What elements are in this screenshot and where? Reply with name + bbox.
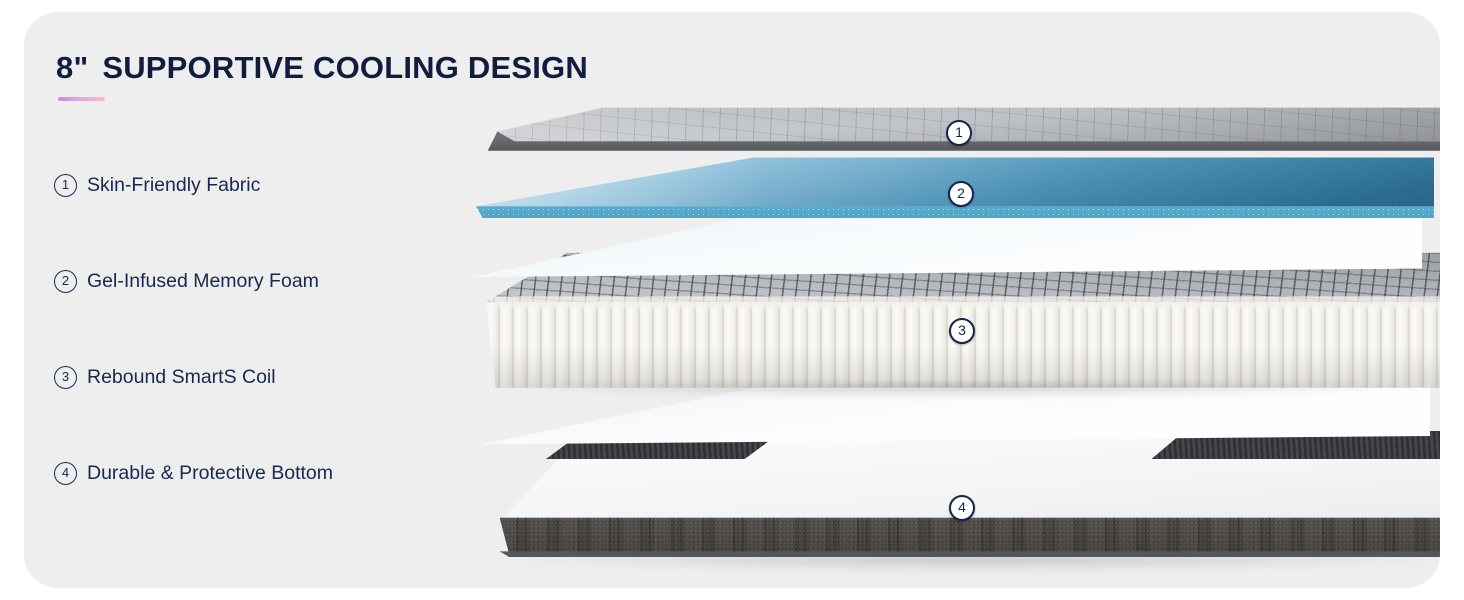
base-bottom-rim bbox=[499, 551, 1440, 557]
legend-number-badge-3: 3 bbox=[54, 365, 77, 389]
page-title-block: 8" SUPPORTIVE COOLING DESIGN bbox=[56, 50, 588, 101]
legend-item-skin-friendly-fabric: 1 Skin-Friendly Fabric bbox=[54, 137, 454, 233]
diagram-marker-2: 2 bbox=[948, 181, 974, 207]
legend-number-badge-2: 2 bbox=[54, 269, 77, 293]
base-ribbed-front-face bbox=[499, 517, 1440, 555]
legend-number-badge-1: 1 bbox=[54, 173, 77, 197]
layer-legend: 1 Skin-Friendly Fabric 2 Gel-Infused Mem… bbox=[54, 137, 454, 521]
mattress-layers-diagram: 1 2 3 4 bbox=[464, 12, 1440, 588]
base-drop-shadow bbox=[512, 555, 1440, 570]
coil-drop-shadow bbox=[486, 383, 1440, 400]
base-shading bbox=[499, 517, 1440, 555]
legend-label-1: Skin-Friendly Fabric bbox=[87, 173, 261, 196]
legend-label-4: Durable & Protective Bottom bbox=[87, 461, 334, 484]
foam-underlay-sheet bbox=[472, 208, 1422, 280]
gel-foam-texture bbox=[476, 206, 1434, 218]
legend-number-badge-4: 4 bbox=[54, 461, 77, 485]
title-underline-accent bbox=[58, 97, 105, 101]
base-fabric-grain bbox=[499, 517, 1440, 555]
diagram-marker-4: 4 bbox=[949, 495, 975, 521]
mattress-layer-pocket-coils bbox=[486, 250, 1440, 400]
legend-item-durable-protective-bottom: 4 Durable & Protective Bottom bbox=[54, 425, 454, 521]
legend-label-2: Gel-Infused Memory Foam bbox=[87, 269, 319, 292]
legend-item-rebound-smarts-coil: 3 Rebound SmartS Coil bbox=[54, 329, 454, 425]
title-text: SUPPORTIVE COOLING DESIGN bbox=[102, 50, 588, 85]
diagram-marker-3: 3 bbox=[949, 318, 975, 344]
coil-underlay-sheet bbox=[480, 380, 1430, 450]
product-feature-card: 8" SUPPORTIVE COOLING DESIGN 1 Skin-Frien… bbox=[24, 12, 1440, 588]
legend-label-3: Rebound SmartS Coil bbox=[87, 365, 276, 388]
page-title: 8" SUPPORTIVE COOLING DESIGN bbox=[56, 50, 588, 86]
diagram-marker-1: 1 bbox=[946, 120, 972, 146]
legend-item-gel-infused-memory-foam: 2 Gel-Infused Memory Foam bbox=[54, 233, 454, 329]
size-label: 8" bbox=[56, 50, 89, 85]
coil-shading bbox=[486, 302, 1440, 388]
